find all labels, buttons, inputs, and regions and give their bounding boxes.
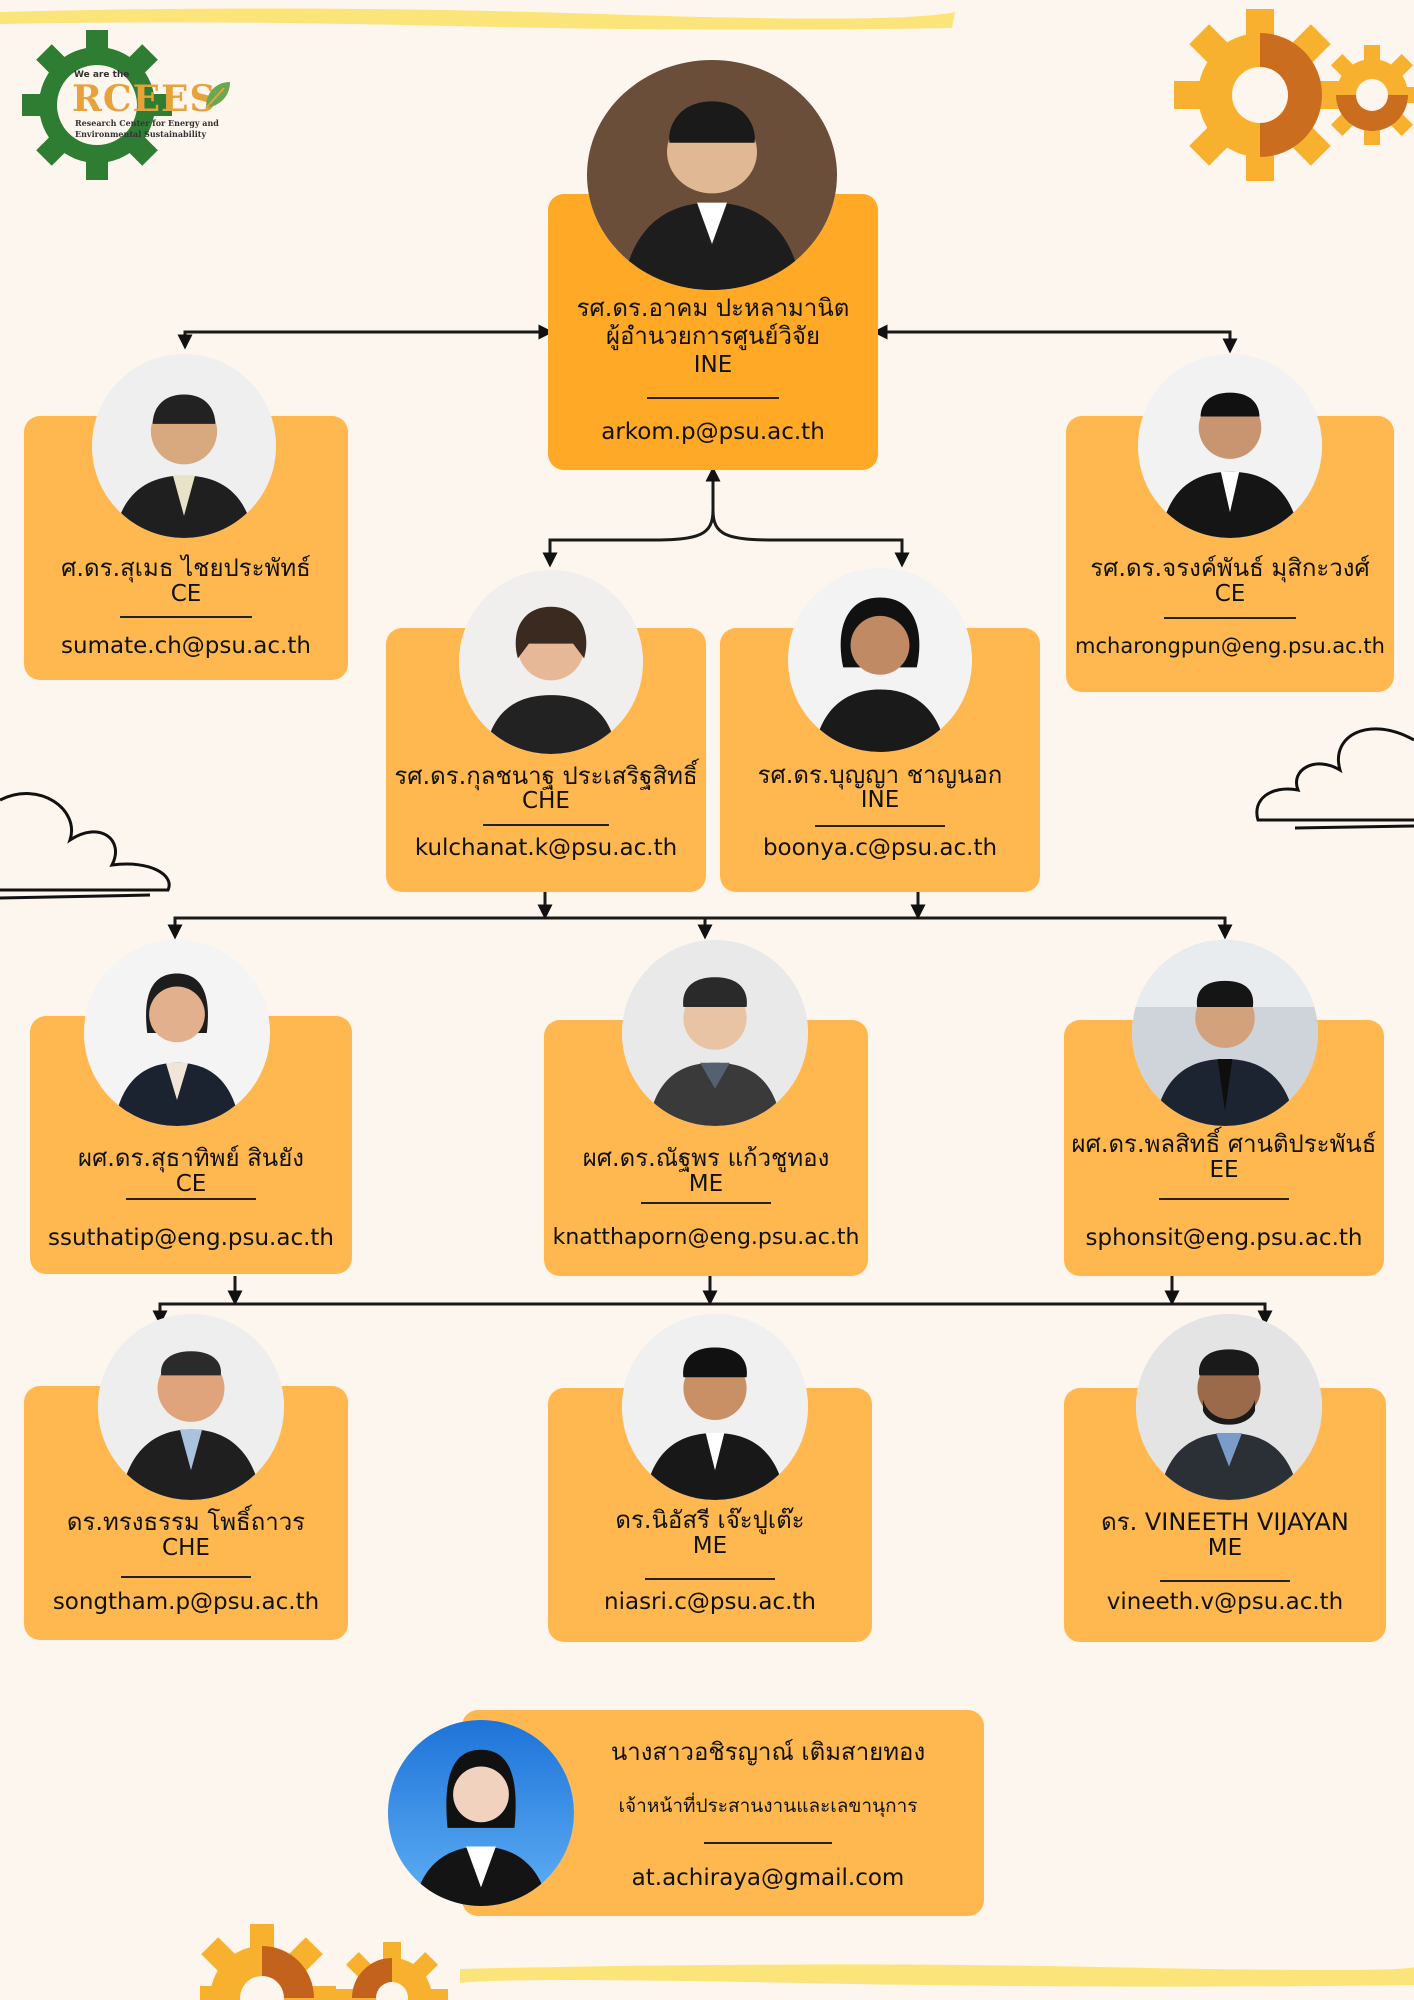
person-silhouette-icon xyxy=(1136,1314,1322,1500)
member-email[interactable]: sumate.ch@psu.ac.th xyxy=(61,633,311,659)
director-avatar xyxy=(587,60,837,290)
logo-tagline: We are the xyxy=(74,70,130,80)
member-name: รศ.ดร.บุญญา ชาญนอก xyxy=(757,761,1003,789)
staff-separator xyxy=(704,1842,832,1844)
member-avatar xyxy=(98,1314,284,1500)
staff-email[interactable]: at.achiraya@gmail.com xyxy=(631,1865,905,1891)
member-avatar xyxy=(1136,1314,1322,1500)
logo-subtitle-1: Research Center for Energy and xyxy=(75,118,219,128)
logo-gear-icon xyxy=(22,30,172,180)
member-name: ดร.นิอัสรี เจ๊ะปูเต๊ะ xyxy=(615,1506,805,1534)
director-email[interactable]: arkom.p@psu.ac.th xyxy=(601,419,825,445)
member-email[interactable]: mcharongpun@eng.psu.ac.th xyxy=(1075,634,1385,658)
gear-icon xyxy=(200,1924,448,2000)
member-avatar xyxy=(1138,354,1322,538)
member-separator xyxy=(121,1576,251,1578)
member-separator xyxy=(483,824,609,826)
logo: We are the RCEES Research Center for Ene… xyxy=(22,30,232,180)
cloud-icon xyxy=(1255,727,1414,830)
member-avatar xyxy=(459,570,643,754)
member-separator xyxy=(815,825,945,827)
member-card: ดร.นิอัสรี เจ๊ะปูเต๊ะ ME niasri.c@psu.ac… xyxy=(548,1388,872,1642)
director-separator xyxy=(647,397,779,399)
member-separator xyxy=(645,1578,775,1580)
member-dept: CHE xyxy=(522,788,570,814)
person-silhouette-icon xyxy=(388,1720,574,1906)
member-email[interactable]: vineeth.v@psu.ac.th xyxy=(1106,1589,1344,1615)
cloud-icon xyxy=(0,792,171,900)
staff-card: นางสาวอชิรญาณ์ เติมสายทอง เจ้าหน้าที่ประ… xyxy=(462,1710,984,1916)
member-email[interactable]: sphonsit@eng.psu.ac.th xyxy=(1085,1225,1363,1251)
member-dept: CHE xyxy=(162,1535,210,1561)
member-dept: ME xyxy=(1207,1535,1243,1561)
member-dept: INE xyxy=(860,787,900,813)
member-card: ผศ.ดร.สุธาทิพย์ สินยัง CE ssuthatip@eng.… xyxy=(30,1016,352,1274)
member-dept: CE xyxy=(1214,581,1246,607)
member-dept: ME xyxy=(692,1533,728,1559)
member-dept: CE xyxy=(170,581,202,607)
staff-name: นางสาวอชิรญาณ์ เติมสายทอง xyxy=(610,1738,926,1766)
director-dept: INE xyxy=(693,352,733,378)
member-dept: CE xyxy=(175,1171,207,1197)
director-name: รศ.ดร.อาคม ปะหลามานิต xyxy=(576,294,850,322)
member-email[interactable]: kulchanat.k@psu.ac.th xyxy=(414,835,678,861)
member-avatar xyxy=(622,940,808,1126)
member-name: ดร. VINEETH VIJAYAN xyxy=(1101,1508,1349,1536)
person-silhouette-icon xyxy=(587,60,837,290)
leaf-icon xyxy=(205,82,230,109)
logo-name: RCEES xyxy=(72,78,217,120)
person-silhouette-icon xyxy=(788,568,972,752)
member-card: รศ.ดร.บุญญา ชาญนอก INE boonya.c@psu.ac.t… xyxy=(720,628,1040,892)
member-separator xyxy=(1159,1198,1289,1200)
member-avatar xyxy=(1132,940,1318,1126)
member-name: ศ.ดร.สุเมธ ไชยประพัทธ์ xyxy=(61,554,311,582)
person-silhouette-icon xyxy=(98,1314,284,1500)
member-avatar xyxy=(84,940,270,1126)
member-separator xyxy=(1160,1580,1290,1582)
member-separator xyxy=(126,1198,256,1200)
member-name: ผศ.ดร.ณัฐพร แก้วชูทอง xyxy=(582,1144,830,1172)
member-avatar xyxy=(92,354,276,538)
member-separator xyxy=(641,1202,771,1204)
staff-avatar xyxy=(388,1720,574,1906)
member-name: รศ.ดร.กุลชนาฐ ประเสริฐสิทธิ์ xyxy=(394,762,698,790)
person-silhouette-icon xyxy=(1132,940,1318,1126)
person-silhouette-icon xyxy=(84,940,270,1126)
person-silhouette-icon xyxy=(459,570,643,754)
gear-icon xyxy=(1174,9,1414,181)
member-dept: EE xyxy=(1209,1157,1239,1183)
person-silhouette-icon xyxy=(622,1314,808,1500)
member-email[interactable]: niasri.c@psu.ac.th xyxy=(604,1589,816,1615)
member-separator xyxy=(1164,617,1296,619)
member-name: รศ.ดร.จรงค์พันธ์ มุสิกะวงศ์ xyxy=(1090,554,1370,582)
member-name: ดร.ทรงธรรม โพธิ์ถาวร xyxy=(66,1508,306,1536)
logo-subtitle-2: Environmental Sustainability xyxy=(75,129,207,139)
person-silhouette-icon xyxy=(622,940,808,1126)
member-avatar xyxy=(788,568,972,752)
person-silhouette-icon xyxy=(1138,354,1322,538)
decorative-top-stroke xyxy=(0,8,955,30)
member-separator xyxy=(120,616,252,618)
staff-role: เจ้าหน้าที่ประสานงานและเลขานุการ xyxy=(618,1795,918,1817)
member-email[interactable]: ssuthatip@eng.psu.ac.th xyxy=(48,1225,334,1251)
member-email[interactable]: knatthaporn@eng.psu.ac.th xyxy=(552,1225,860,1250)
member-name: ผศ.ดร.พลสิทธิ์ ศานติประพันธ์ xyxy=(1071,1130,1377,1158)
decorative-bottom-stroke xyxy=(460,1964,1414,1987)
member-avatar xyxy=(622,1314,808,1500)
director-title: ผู้อำนวยการศูนย์วิจัย xyxy=(605,322,821,350)
member-dept: ME xyxy=(688,1171,724,1197)
member-email[interactable]: boonya.c@psu.ac.th xyxy=(762,835,998,861)
person-silhouette-icon xyxy=(92,354,276,538)
member-name: ผศ.ดร.สุธาทิพย์ สินยัง xyxy=(78,1144,304,1172)
member-email[interactable]: songtham.p@psu.ac.th xyxy=(52,1589,320,1615)
